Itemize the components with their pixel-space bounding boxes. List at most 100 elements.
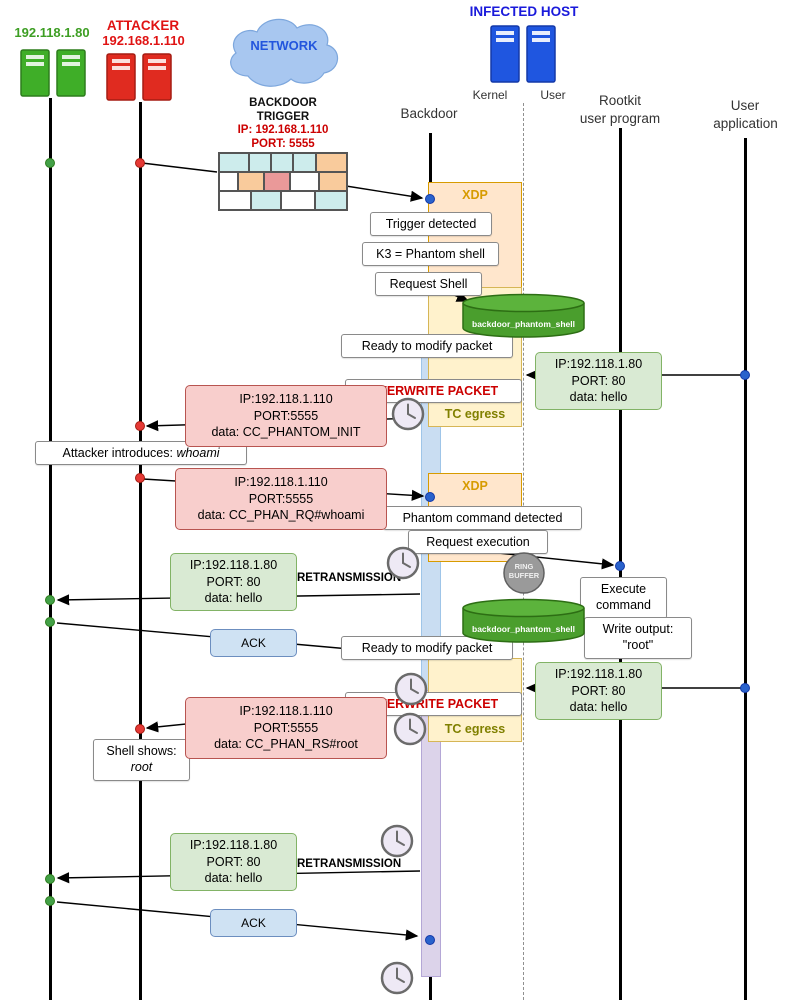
arrow-trigger-b	[345, 185, 424, 202]
backdoor-trigger-ip: IP: 192.168.1.110 PORT: 5555	[228, 124, 338, 152]
clock-icon-5	[380, 824, 414, 863]
phantom-shell-map-1: backdoor_phantom_shell	[462, 293, 585, 339]
msg-write-output: Write output: "root"	[584, 617, 692, 659]
msg-shell-shows: Shell shows: root	[93, 739, 190, 781]
attacker-name-label: ATTACKER	[106, 18, 180, 33]
packet-cell	[289, 172, 320, 191]
network-label: NETWORK	[250, 38, 318, 53]
rs-ip: IP:192.118.1.110	[239, 703, 333, 718]
hello3-data: data: hello	[569, 700, 628, 715]
clock-icon-4	[393, 712, 427, 751]
rs-port: PORT:5555	[253, 720, 319, 735]
trigger-ip-line: IP: 192.168.1.110	[237, 124, 329, 136]
write-output-line2: "root"	[622, 638, 654, 652]
packet-hello-3: IP:192.118.1.80 PORT: 80 data: hello	[535, 662, 662, 720]
shell-shows-prefix: Shell shows:	[106, 744, 177, 759]
msg-trigger-detected: Trigger detected	[370, 212, 492, 236]
trigger-port-line: PORT: 5555	[251, 137, 315, 150]
hello4-port: PORT: 80	[206, 854, 261, 869]
xdp-label-2: XDP	[462, 479, 488, 493]
packet-diagram-grid	[218, 152, 348, 211]
phantom-shell-label-1: backdoor_phantom_shell	[472, 319, 575, 329]
msg-attacker-introduces: Attacker introduces: whoami	[35, 441, 247, 465]
hello3-port: PORT: 80	[571, 683, 626, 698]
host-ip-label: 192.118.1.80	[14, 25, 90, 40]
hello4-data: data: hello	[204, 871, 263, 886]
backdoor-trigger-title: BACKDOOR TRIGGER	[238, 97, 328, 125]
packet-cell	[248, 153, 271, 172]
rq-data: data: CC_PHAN_RQ#whoami	[197, 508, 365, 523]
packet-cell	[315, 153, 347, 172]
packet-phan-rq: IP:192.118.1.110 PORT:5555 data: CC_PHAN…	[175, 468, 387, 530]
packet-cell	[281, 191, 315, 210]
rq-port: PORT:5555	[248, 491, 314, 506]
ack-box-1: ACK	[210, 629, 297, 657]
clock-icon-1	[391, 397, 425, 436]
attacker-introduces-cmd: whoami	[176, 446, 220, 460]
ring-buffer-label: RING BUFFER	[502, 562, 546, 580]
xdp-label-1: XDP	[462, 188, 488, 202]
hello3-ip: IP:192.118.1.80	[554, 666, 643, 681]
packet-hello-4: IP:192.118.1.80 PORT: 80 data: hello	[170, 833, 297, 891]
msg-ready-modify-1: Ready to modify packet	[341, 334, 513, 358]
hello2-ip: IP:192.118.1.80	[189, 557, 278, 572]
clock-icon-2	[386, 546, 420, 585]
attacker-server-icon	[106, 52, 172, 107]
infected-host-server-icon	[490, 24, 556, 89]
rs-data: data: CC_PHAN_RS#root	[214, 737, 358, 752]
backdoor-label: Backdoor	[400, 106, 458, 121]
phantom-shell-label-2: backdoor_phantom_shell	[472, 624, 575, 634]
packet-cell	[219, 172, 238, 191]
ring-buffer-line1: RING	[514, 562, 534, 571]
packet-cell	[270, 153, 294, 172]
kernel-label: Kernel	[472, 88, 508, 102]
retransmission-label-2: RETRANSMISSION	[295, 858, 404, 870]
init-data: data: CC_PHANTOM_INIT	[211, 425, 361, 440]
rq-ip: IP:192.118.1.110	[234, 474, 328, 489]
clock-icon-3	[394, 672, 428, 711]
ring-buffer-line2: BUFFER	[508, 570, 540, 580]
packet-phan-rs: IP:192.118.1.110 PORT:5555 data: CC_PHAN…	[185, 697, 387, 759]
arrow-trigger-a	[141, 162, 218, 173]
hello1-ip: IP:192.118.1.80	[554, 356, 643, 371]
shell-shows-result: root	[130, 760, 153, 774]
ring-buffer-icon: RING BUFFER	[502, 551, 546, 595]
packet-hello-2: IP:192.118.1.80 PORT: 80 data: hello	[170, 553, 297, 611]
lifeline-user-app	[743, 138, 747, 1000]
msg-phantom-detected: Phantom command detected	[383, 506, 582, 530]
lifeline-host	[48, 98, 52, 1000]
hello4-ip: IP:192.118.1.80	[189, 837, 278, 852]
trigger-title-line1: BACKDOOR	[249, 97, 317, 109]
infected-host-label: INFECTED HOST	[469, 4, 579, 19]
tc-egress-label-1: TC egress	[444, 407, 506, 421]
packet-cell	[315, 191, 347, 210]
retransmission-label-1: RETRANSMISSION	[295, 572, 404, 584]
msg-execute-command: Execute command	[580, 577, 667, 619]
write-output-line1: Write output:	[602, 622, 674, 637]
packet-cell	[263, 172, 290, 191]
user-app-label-1: User	[730, 98, 760, 113]
overwrite-text-2: OVERWRITE PACKET	[368, 697, 499, 711]
init-ip: IP:192.118.1.110	[239, 391, 333, 406]
packet-cell	[319, 172, 347, 191]
attacker-introduces-prefix: Attacker introduces:	[62, 446, 173, 460]
hello1-port: PORT: 80	[571, 373, 626, 388]
ack-box-2: ACK	[210, 909, 297, 937]
rootkit-label-1: Rootkit	[598, 93, 642, 108]
packet-cell	[219, 153, 249, 172]
packet-cell	[251, 191, 282, 210]
network-cloud-icon	[220, 12, 348, 97]
msg-k3-phantom-shell: K3 = Phantom shell	[362, 242, 499, 266]
hello2-port: PORT: 80	[206, 574, 261, 589]
host-server-icon	[20, 48, 86, 103]
rootkit-label-2: user program	[579, 111, 661, 126]
phantom-shell-map-2: backdoor_phantom_shell	[462, 598, 585, 644]
user-label: User	[540, 88, 566, 102]
init-port: PORT:5555	[253, 408, 319, 423]
packet-cell	[237, 172, 264, 191]
msg-request-execution: Request execution	[408, 530, 548, 554]
packet-phantom-init: IP:192.118.1.110 PORT:5555 data: CC_PHAN…	[185, 385, 387, 447]
hello2-data: data: hello	[204, 591, 263, 606]
tc-egress-label-2: TC egress	[444, 722, 506, 736]
